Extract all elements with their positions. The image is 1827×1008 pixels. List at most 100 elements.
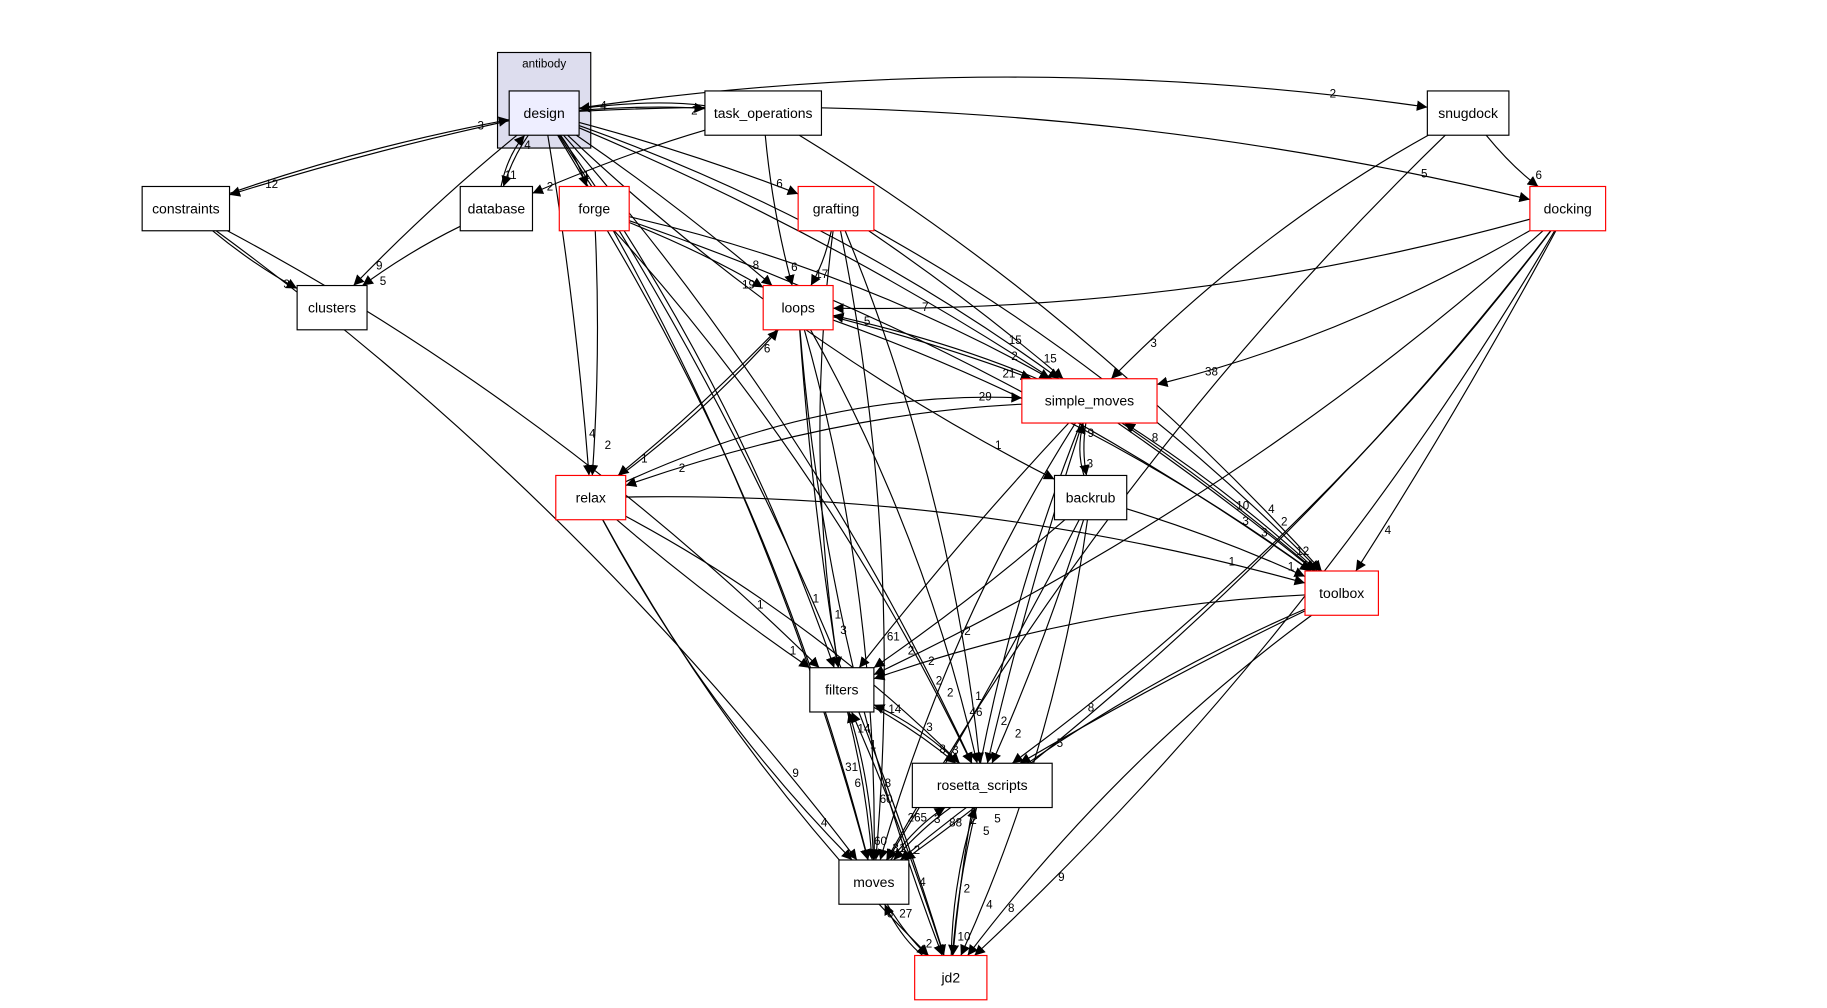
edge-label: 2 — [1001, 715, 1007, 728]
edge-line — [846, 711, 877, 861]
node-database[interactable]: database — [459, 185, 534, 232]
node-box[interactable] — [459, 185, 534, 232]
edge-constraints-to-filters — [227, 230, 820, 669]
edge-label: 5 — [864, 315, 870, 328]
edge-task_operations-to-toolbox — [799, 134, 1323, 572]
node-label: moves — [853, 874, 894, 890]
edge-constraints-to-design — [229, 116, 510, 194]
node-box[interactable] — [762, 284, 834, 331]
edge-label: 27 — [899, 908, 912, 921]
node-label: toolbox — [1319, 585, 1364, 601]
edge-relax-to-simple_moves — [625, 392, 1022, 483]
node-toolbox[interactable]: toolbox — [1304, 570, 1379, 616]
node-rosetta_scripts[interactable]: rosetta_scripts — [911, 762, 1053, 809]
node-box[interactable] — [838, 859, 910, 905]
edge-label: 3 — [840, 624, 846, 637]
edge-label: 265 — [908, 811, 927, 824]
edge-label: 1 — [1229, 555, 1235, 568]
edge-label: 6 — [855, 777, 861, 790]
edge-line — [984, 422, 1083, 764]
node-box[interactable] — [1021, 378, 1158, 424]
node-label: simple_moves — [1045, 393, 1134, 409]
edge-label: 46 — [970, 706, 983, 719]
edge-label: 4 — [524, 139, 531, 152]
node-constraints[interactable]: constraints — [141, 185, 231, 232]
node-loops[interactable]: loops — [762, 284, 834, 331]
edge-label: 3 — [1261, 527, 1267, 540]
edge-forge-to-rosetta_scripts — [613, 230, 973, 764]
node-box[interactable] — [1529, 185, 1607, 232]
edge-label: 19 — [742, 279, 755, 292]
node-docking[interactable]: docking — [1529, 185, 1607, 232]
node-box[interactable] — [1053, 474, 1128, 521]
node-box[interactable] — [704, 90, 823, 136]
node-label: forge — [578, 200, 610, 216]
edge-label: 4 — [589, 427, 596, 440]
edge-line — [532, 129, 706, 194]
edge-label: 88 — [949, 816, 962, 829]
node-relax[interactable]: relax — [555, 474, 627, 521]
edge-line — [579, 76, 1428, 111]
node-box[interactable] — [797, 185, 875, 232]
node-box[interactable] — [914, 954, 988, 1001]
edge-relax-to-filters — [616, 519, 811, 669]
node-box[interactable] — [555, 474, 627, 521]
node-box[interactable] — [1304, 570, 1379, 616]
edge-toolbox-to-filters — [873, 594, 1306, 681]
edge-simple_moves-to-filters — [858, 422, 1070, 669]
edge-line — [810, 230, 832, 286]
edge-label: 5 — [994, 813, 1000, 826]
edge-line — [625, 403, 1022, 487]
edge-line — [625, 392, 1022, 483]
edge-backrub-to-simple_moves — [1075, 422, 1086, 476]
edge-line — [799, 134, 1323, 572]
node-label: clusters — [308, 300, 356, 316]
node-task_operations[interactable]: task_operations — [704, 90, 823, 136]
node-box[interactable] — [809, 667, 875, 713]
edge-label: 8 — [1088, 701, 1094, 714]
node-label: task_operations — [714, 105, 813, 121]
edge-label: 1 — [1288, 560, 1294, 573]
edge-backrub-to-moves — [886, 519, 1080, 861]
node-simple_moves[interactable]: simple_moves — [1021, 378, 1158, 424]
edge-docking-to-filters — [873, 230, 1544, 676]
edge-line — [950, 807, 978, 956]
node-label: docking — [1544, 200, 1592, 216]
node-grafting[interactable]: grafting — [797, 185, 875, 232]
edge-line — [606, 230, 871, 861]
edge-line — [839, 230, 885, 861]
edge-label: 9 — [376, 259, 382, 272]
edge-label: 6 — [887, 908, 893, 921]
edge-label: 4 — [1268, 503, 1275, 516]
node-box[interactable] — [911, 762, 1053, 809]
node-box[interactable] — [508, 90, 580, 136]
node-moves[interactable]: moves — [838, 859, 910, 905]
node-backrub[interactable]: backrub — [1053, 474, 1128, 521]
edge-docking-to-toolbox — [1355, 230, 1557, 572]
edge-label: 2 — [691, 104, 697, 117]
node-design[interactable]: design — [508, 90, 580, 136]
node-jd2[interactable]: jd2 — [914, 954, 988, 1001]
edge-label: 61 — [887, 630, 900, 643]
edge-label: 12 — [265, 178, 278, 191]
node-box[interactable] — [141, 185, 231, 232]
node-clusters[interactable]: clusters — [296, 284, 368, 331]
node-box[interactable] — [558, 185, 630, 232]
edge-line — [899, 608, 1306, 861]
edge-line — [578, 127, 1315, 572]
edge-backrub-to-filters — [873, 519, 1066, 669]
edge-label: 31 — [892, 842, 905, 855]
edge-loops-to-relax — [617, 329, 778, 476]
node-snugdock[interactable]: snugdock — [1426, 90, 1510, 136]
edge-label: 12 — [1296, 545, 1309, 558]
edge-label: 2 — [1281, 516, 1287, 529]
node-forge[interactable]: forge — [558, 185, 630, 232]
node-box[interactable] — [1426, 90, 1510, 136]
node-box[interactable] — [296, 284, 368, 331]
node-filters[interactable]: filters — [809, 667, 875, 713]
edge-line — [832, 316, 1032, 380]
edge-snugdock-to-simple_moves — [1110, 134, 1429, 380]
edge-line — [873, 519, 1066, 669]
node-label: relax — [576, 489, 606, 505]
